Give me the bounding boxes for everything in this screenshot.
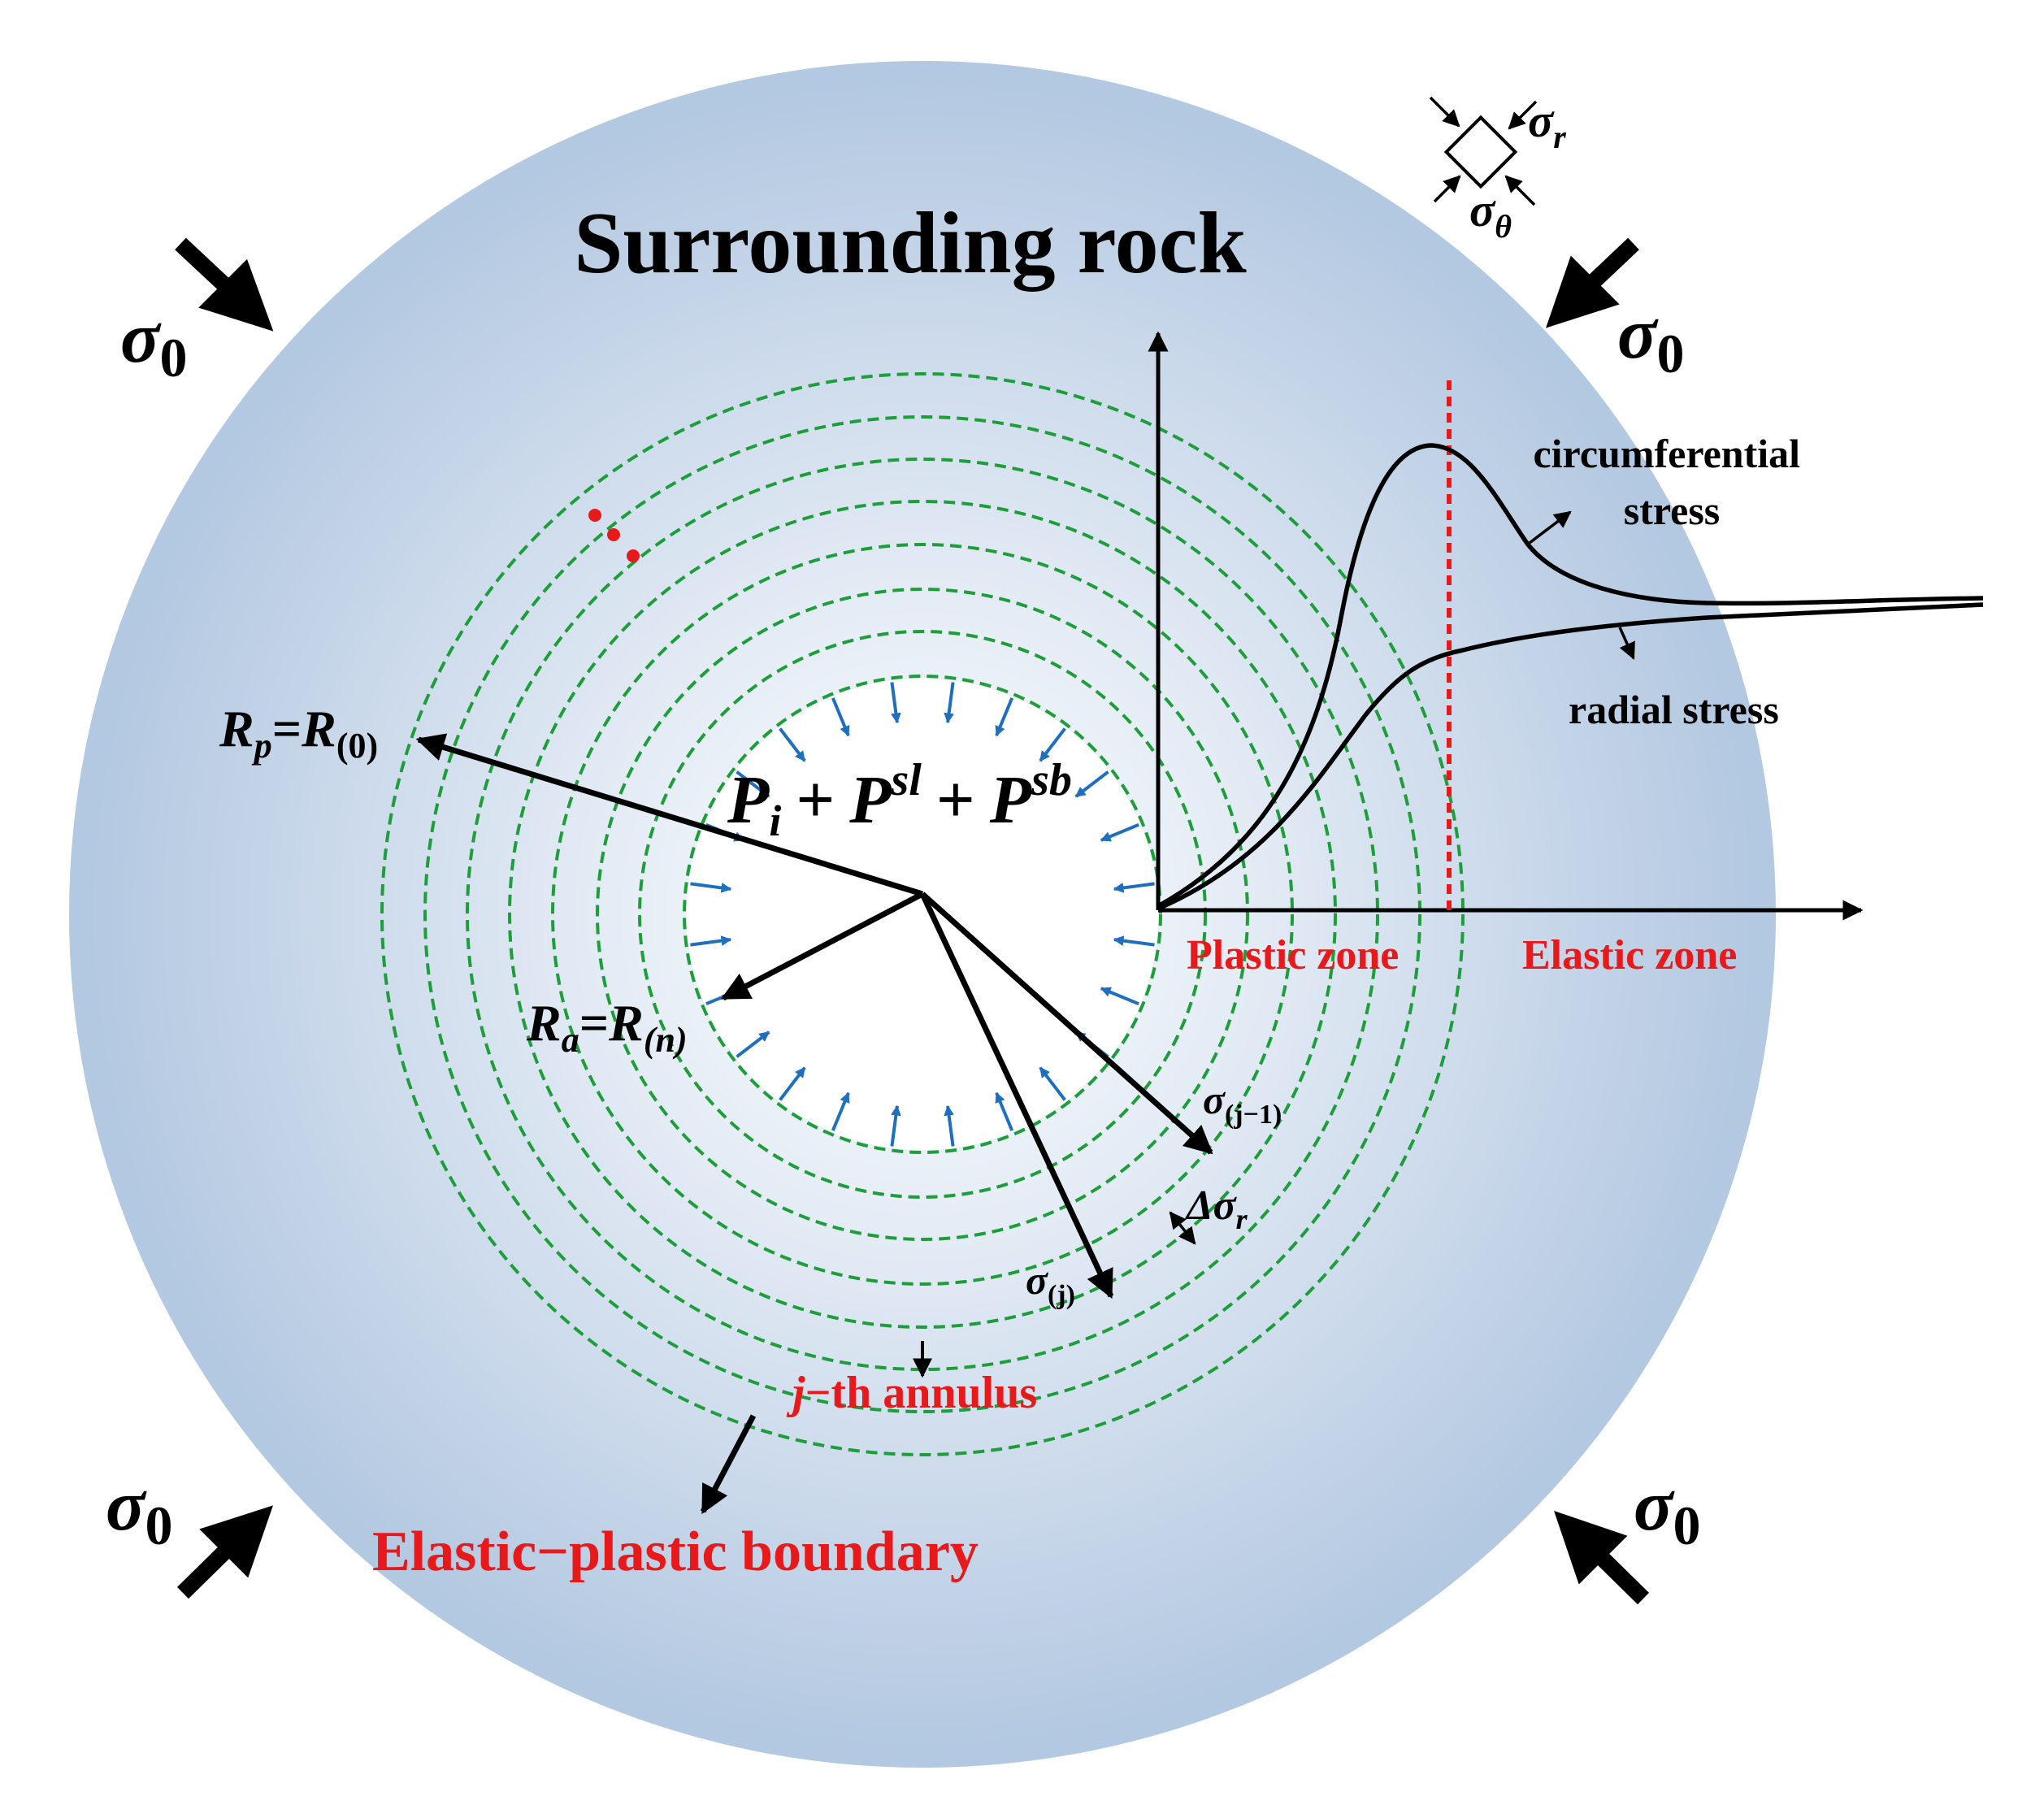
annulus-ring-1	[683, 675, 1162, 1154]
element-arrow-lower-left	[1433, 175, 1461, 203]
far-field-stress-label-top-right: σ0	[1617, 293, 1685, 384]
far-field-arrow-bottom-right	[1591, 1547, 1650, 1605]
far-field-arrow-bottom-left	[176, 1541, 236, 1599]
pressure-arrow	[1039, 727, 1066, 762]
increment-double-arrow	[1169, 1211, 1196, 1245]
annulus-curr-stress-label: σ(j)	[1026, 1257, 1075, 1310]
annulus-ring-6	[466, 458, 1379, 1371]
stress-element: σr σθ	[1429, 94, 1566, 245]
pressure-arrow	[1074, 770, 1109, 798]
far-field-stress-label-bottom-left: σ0	[106, 1465, 173, 1556]
ellipsis-dot-1	[588, 509, 601, 522]
far-field-arrows	[175, 237, 1650, 1605]
ellipsis-dots	[588, 509, 640, 562]
boundary-label: Elastic−plastic boundary	[372, 1521, 979, 1583]
element-tangential-stress-label: σθ	[1469, 184, 1512, 245]
circumferential-curve-pointer	[1528, 510, 1572, 545]
annulus-ring-4	[551, 543, 1294, 1286]
plastic-radius-label: Rp=R(0)	[219, 700, 378, 766]
pressure-arrow	[890, 1104, 901, 1147]
far-field-stress-label-top-left: σ0	[120, 297, 188, 388]
pressure-arrow	[995, 697, 1014, 737]
annulus-ring-7	[423, 415, 1421, 1413]
stress-plot	[1148, 331, 1984, 921]
tunnel-radius-label: Ra=R(n)	[526, 994, 688, 1060]
pressure-arrow	[995, 1091, 1014, 1131]
far-field-stress-label-bottom-right: σ0	[1634, 1465, 1701, 1556]
tunnel-radius-arrow	[720, 891, 924, 1001]
title-surrounding-rock: Surrounding rock	[574, 195, 1246, 292]
pressure-arrow	[779, 727, 806, 762]
radial-curve-label: radial stress	[1569, 687, 1779, 732]
boundary-pointer-arrow	[700, 1414, 757, 1515]
tunnel-opening	[687, 679, 1158, 1150]
pressure-arrow	[944, 1104, 955, 1147]
plastic-zone-label: Plastic zone	[1187, 932, 1399, 978]
far-field-arrowhead-bottom-right	[1554, 1511, 1628, 1585]
element-arrow-upper-left	[1429, 96, 1460, 128]
pressure-arrow	[831, 1091, 850, 1131]
pressure-arrow	[1039, 1066, 1066, 1101]
annulus-ring-2	[638, 630, 1207, 1199]
annulus-ring-5	[508, 500, 1337, 1329]
element-arrow-upper-right	[1508, 100, 1538, 130]
pressure-arrow	[1100, 987, 1139, 1006]
pressure-arrow	[690, 882, 732, 893]
elastic-zone-label: Elastic zone	[1522, 932, 1737, 978]
annulus-prev-stress-label: σ(j−1)	[1203, 1077, 1282, 1130]
circumferential-curve-label-line1: circumferential	[1533, 431, 1800, 476]
pressure-arrow	[831, 697, 850, 737]
pressure-arrow	[779, 1066, 806, 1101]
pressure-arrow	[890, 682, 901, 724]
stress-element-square	[1443, 115, 1518, 189]
radial-curve-pointer	[1618, 627, 1635, 660]
pressure-arrow	[690, 935, 732, 947]
pressure-arrow	[736, 1030, 770, 1058]
radial-stress-curve	[1157, 602, 1984, 911]
pressure-arrow	[1113, 935, 1155, 947]
annulus-ring-8	[380, 372, 1465, 1456]
radius-arrows	[415, 733, 1213, 1300]
element-radial-stress-label: σr	[1528, 94, 1566, 155]
internal-pressure-label: Pi+Psl+Psb	[727, 755, 1072, 845]
annulus-curr-radius-arrow	[919, 892, 1114, 1300]
far-field-arrow-top-right	[1583, 237, 1639, 293]
pressure-arrow	[736, 770, 770, 798]
far-field-arrowhead-bottom-left	[199, 1505, 273, 1578]
pressure-arrow	[1100, 822, 1139, 842]
circumferential-curve-label: circumferential stress	[1533, 431, 1810, 533]
annulus-ring-3	[596, 588, 1249, 1241]
ellipsis-dot-3	[627, 549, 640, 562]
far-field-arrowhead-top-left	[198, 258, 274, 332]
annulus-label: j−th annulus	[786, 1368, 1037, 1418]
circumferential-stress-curve	[1157, 443, 1984, 909]
circumferential-curve-label-line2: stress	[1624, 488, 1721, 533]
pressure-arrow	[944, 682, 955, 724]
pressure-arrow	[1113, 882, 1155, 893]
element-arrow-lower-right	[1504, 175, 1536, 206]
annulus-rings	[380, 372, 1465, 1456]
far-field-arrowhead-top-right	[1546, 255, 1620, 328]
ellipsis-dot-2	[607, 528, 620, 541]
support-pressure-arrows	[690, 682, 1155, 1147]
annulus-prev-radius-arrow	[920, 892, 1213, 1155]
increment-label: Δσr	[1185, 1182, 1248, 1235]
far-field-arrow-top-left	[175, 237, 235, 296]
plastic-radius-arrow	[415, 733, 924, 897]
